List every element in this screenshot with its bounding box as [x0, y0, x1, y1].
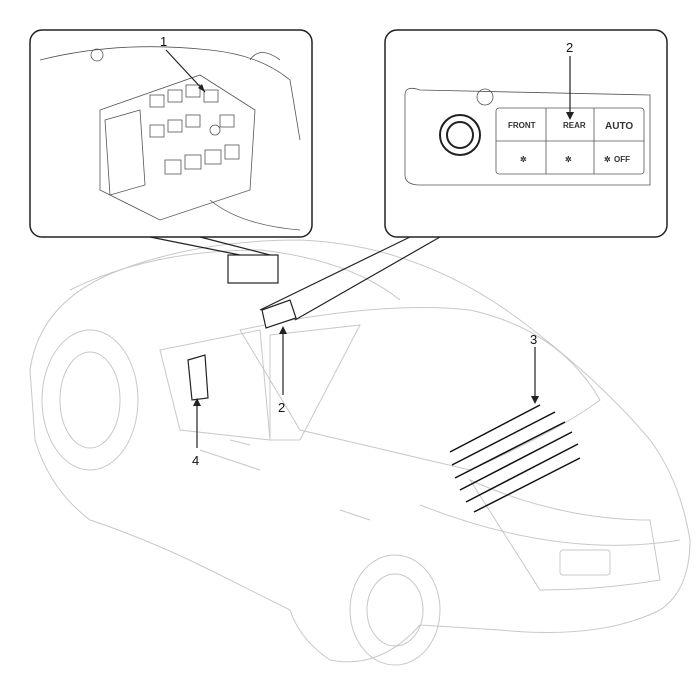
- callout-1-label: 1: [160, 34, 167, 49]
- fan-off-icon: ✲: [604, 155, 611, 164]
- auto-button-label: AUTO: [605, 121, 633, 132]
- callout-4-label: 4: [192, 453, 199, 468]
- control-panel-location-marker: [261, 299, 297, 329]
- relay-box-location-marker: [227, 254, 279, 284]
- off-button-label: OFF: [614, 155, 630, 164]
- rear-window-defogger-grid: [449, 404, 581, 513]
- car-outline: [29, 239, 691, 666]
- callout-2-bottom-label: 2: [278, 400, 285, 415]
- side-mirror-location-marker: [187, 354, 209, 401]
- fan-high-icon: ✲: [565, 155, 572, 164]
- front-defrost-button-label: FRONT: [508, 121, 536, 130]
- fan-low-icon: ✲: [520, 155, 527, 164]
- callout-2-top-label: 2: [566, 40, 573, 55]
- rear-defrost-button-label: REAR: [563, 121, 586, 130]
- callout-3-label: 3: [530, 332, 537, 347]
- relay-modules: [149, 84, 240, 175]
- inset-climate-control-panel: FRONT REAR AUTO ✲ ✲ ✲ OFF 2: [384, 29, 668, 238]
- inset-relay-box: 1: [29, 29, 313, 238]
- inset-leader-lines: [149, 236, 441, 321]
